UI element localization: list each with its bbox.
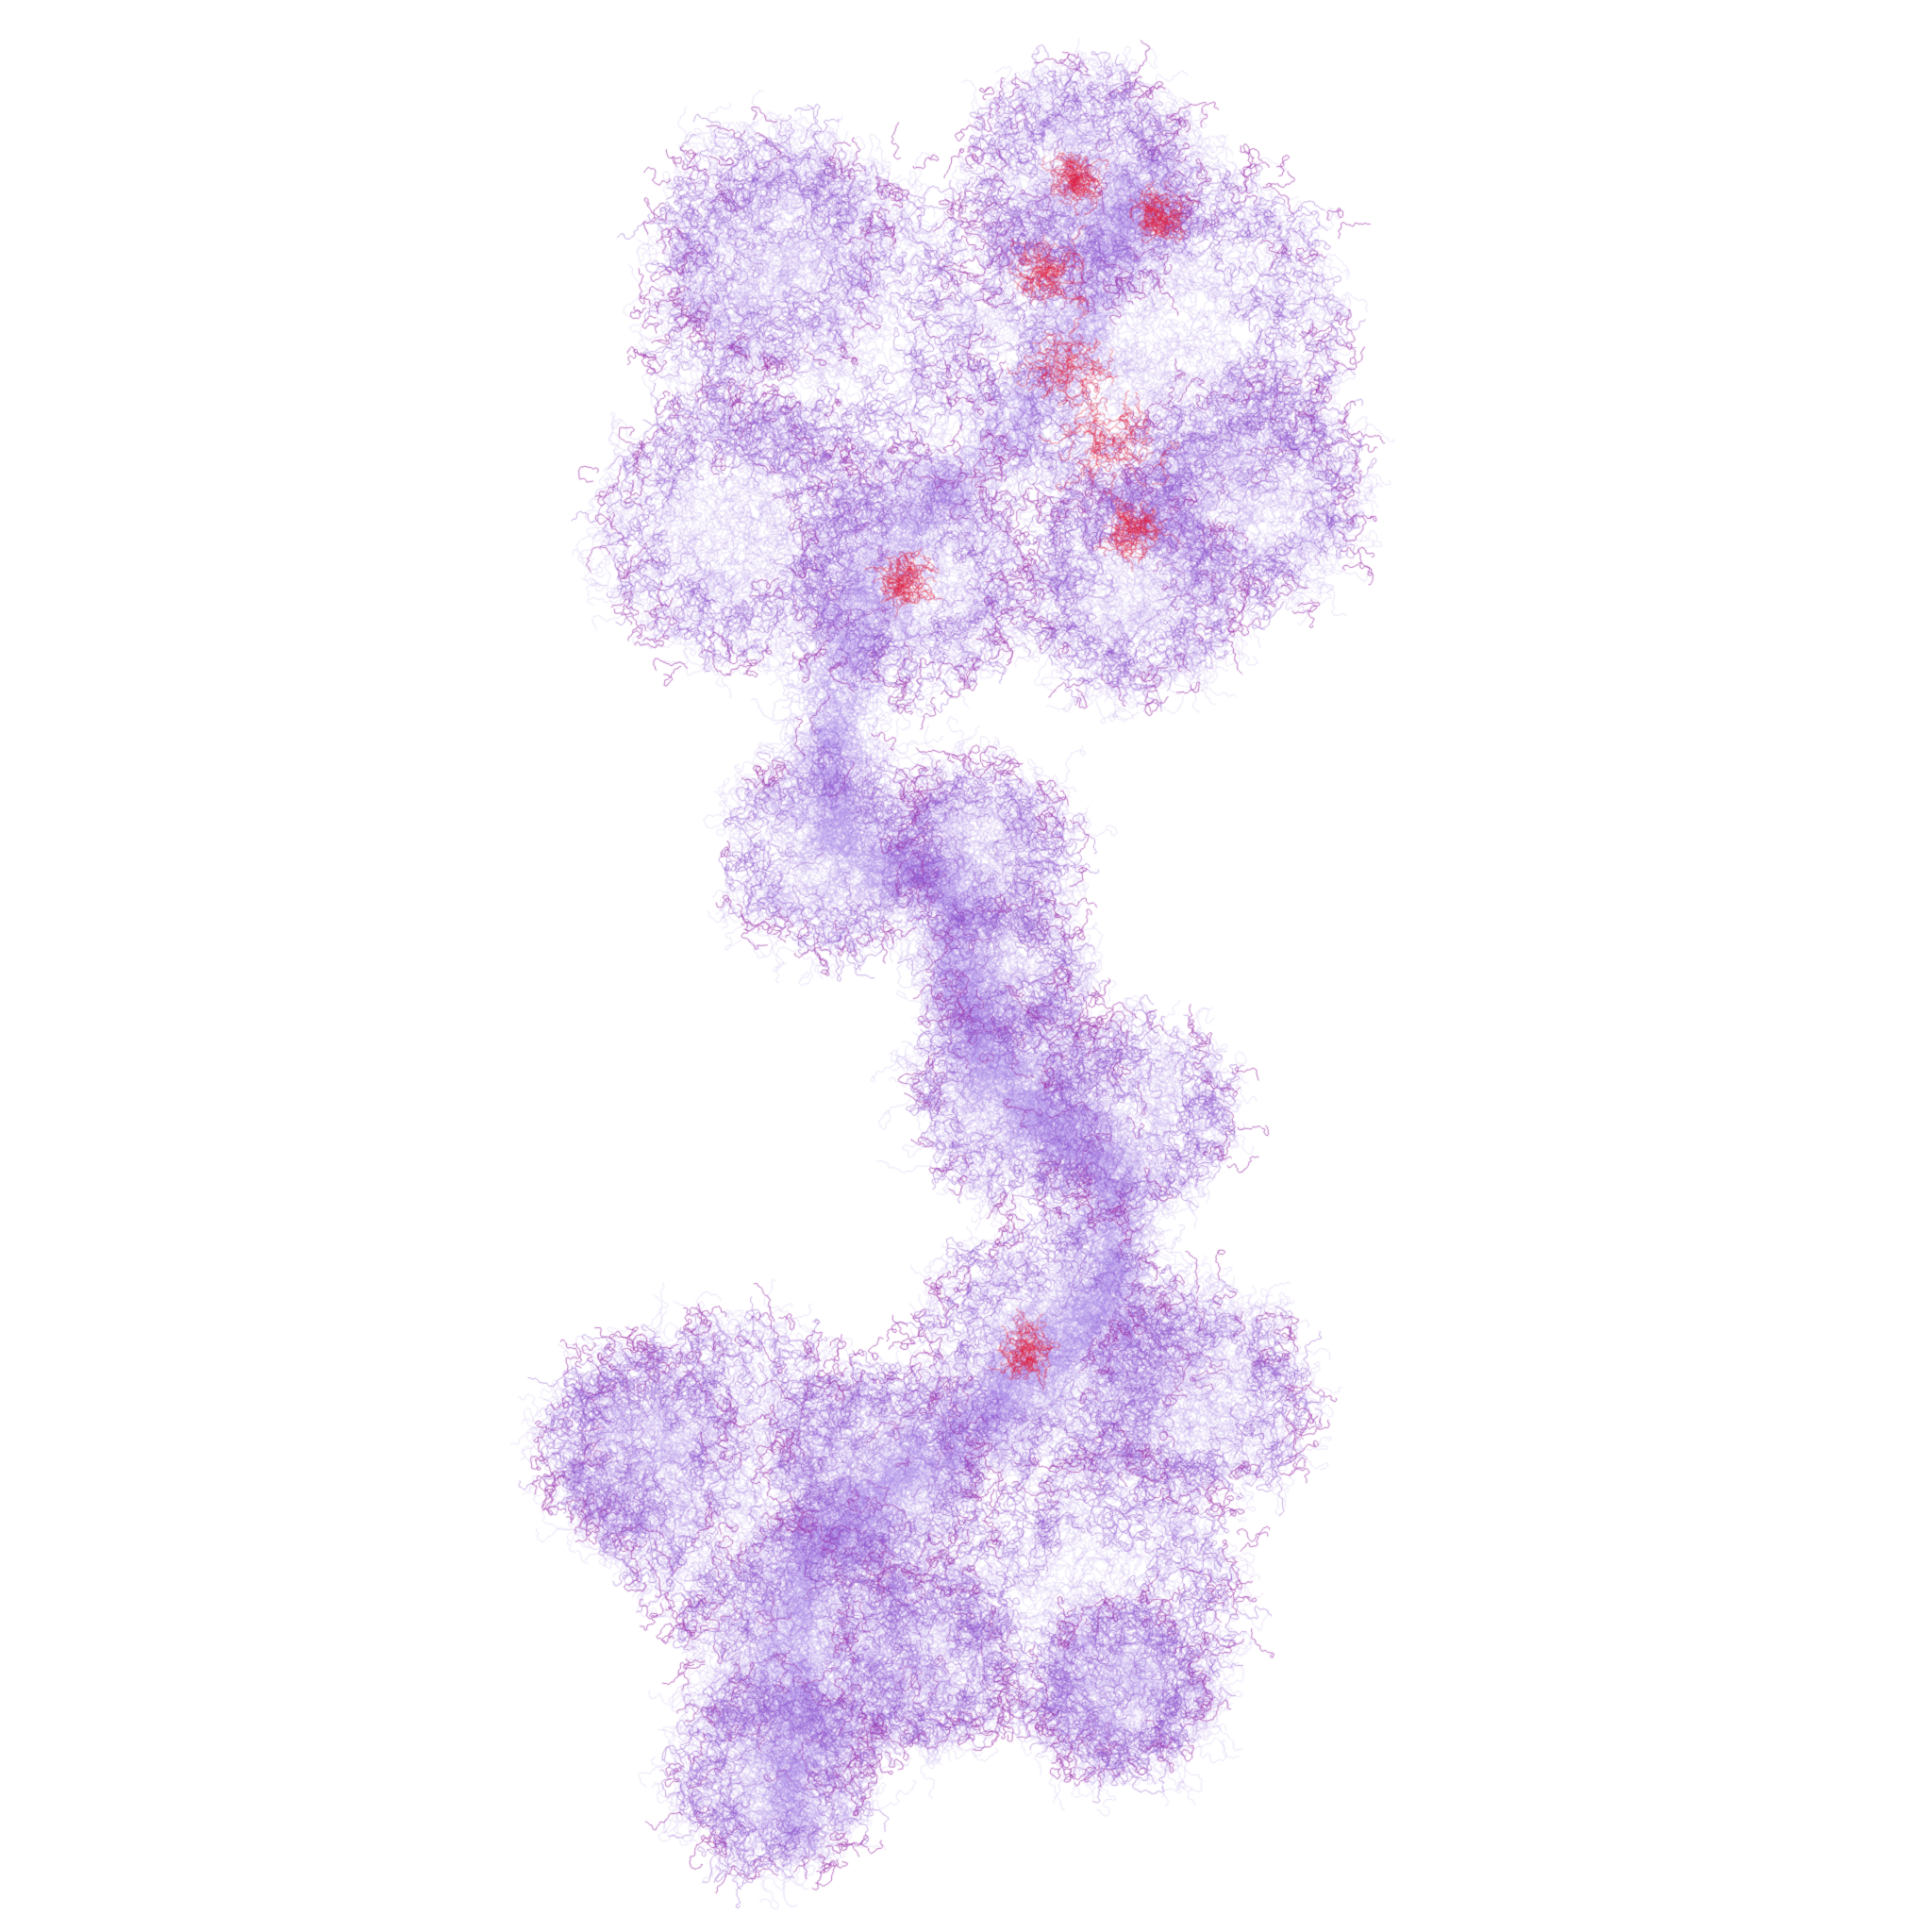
image-stage [0,0,1932,1932]
fractal-cluster-image [0,0,1932,1932]
